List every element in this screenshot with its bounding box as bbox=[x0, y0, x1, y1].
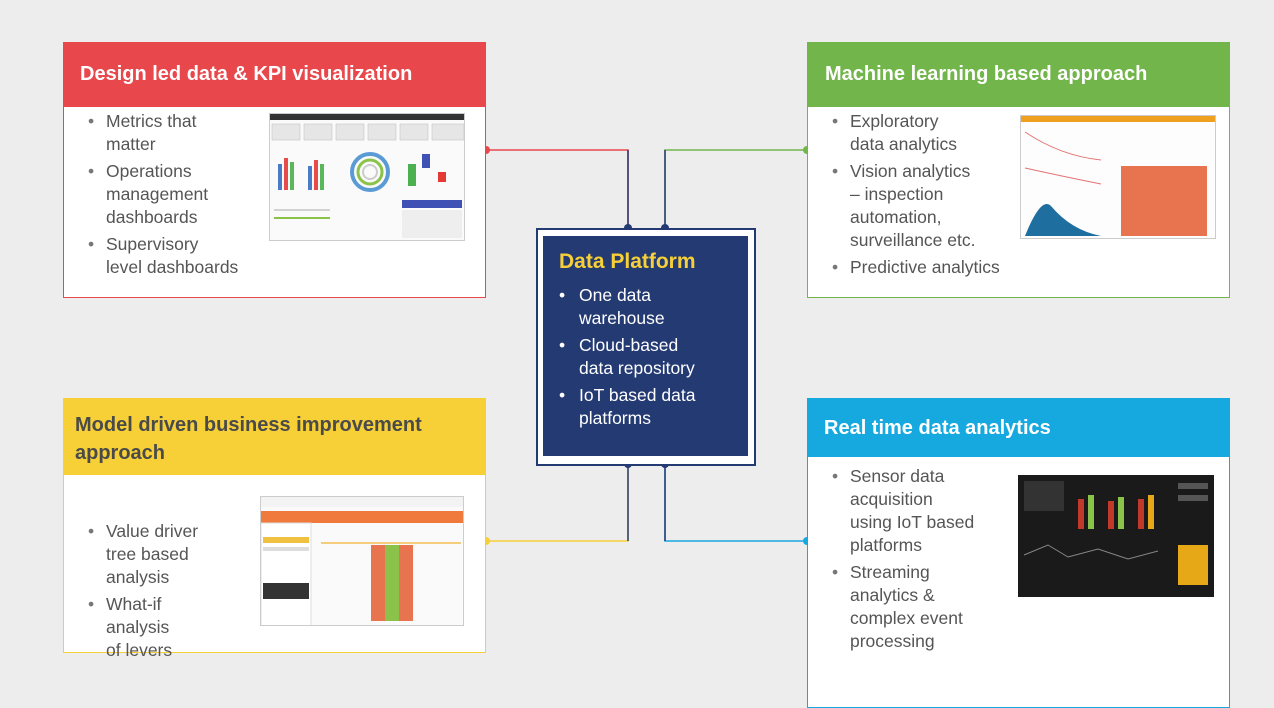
connector-design bbox=[486, 149, 629, 228]
list-item: • Metrics that matter bbox=[78, 110, 238, 156]
bullet-icon: • bbox=[559, 335, 566, 355]
bullet-icon: • bbox=[832, 111, 839, 131]
list-item-text: What-if analysis of levers bbox=[106, 594, 173, 660]
list-item: • Supervisory level dashboards bbox=[78, 233, 238, 279]
bullet-list: • Value driver tree based analysis • What-… bbox=[78, 520, 198, 666]
list-item: • Streaming analytics & complex event pro… bbox=[822, 561, 974, 653]
data-platform-list: • One data warehouse • Cloud-based data re… bbox=[559, 284, 748, 430]
list-item: • Exploratory data analytics bbox=[822, 110, 1000, 156]
panel-design-kpi: Design led data & KPI visualization • Met… bbox=[63, 42, 486, 298]
list-item-text: Streaming analytics & complex event proc… bbox=[850, 562, 963, 651]
list-item: • Cloud-based data repository bbox=[559, 334, 748, 380]
connector-realtime bbox=[664, 466, 807, 542]
panel-title: Real time data analytics bbox=[808, 399, 1229, 457]
list-item: • IoT based data platforms bbox=[559, 384, 748, 430]
bullet-list: • Exploratory data analytics • Vision anal… bbox=[822, 110, 1000, 283]
bullet-icon: • bbox=[88, 521, 95, 541]
list-item: • One data warehouse bbox=[559, 284, 748, 330]
sensor-dashboard-screenshot-thumbnail bbox=[1018, 475, 1214, 597]
list-item-text: Operations management dashboards bbox=[106, 161, 209, 227]
panel-real-time-analytics: Real time data analytics • Sensor data ac… bbox=[807, 398, 1230, 708]
panel-machine-learning: Machine learning based approach • Explora… bbox=[807, 42, 1230, 298]
list-item-text: Supervisory level dashboards bbox=[106, 234, 239, 277]
list-item: • What-if analysis of levers bbox=[78, 593, 198, 662]
list-item: • Operations management dashboards bbox=[78, 160, 238, 229]
bullet-icon: • bbox=[559, 385, 566, 405]
panel-title: Machine learning based approach bbox=[808, 43, 1229, 107]
connector-model bbox=[486, 466, 629, 542]
list-item-text: Vision analytics – inspection automation… bbox=[850, 161, 976, 250]
bullet-icon: • bbox=[832, 562, 839, 582]
list-item-text: One data warehouse bbox=[579, 285, 665, 328]
bullet-icon: • bbox=[88, 111, 95, 131]
panel-model-driven: Model driven business improvement approa… bbox=[63, 398, 486, 660]
bullet-icon: • bbox=[832, 257, 839, 277]
dashboard-screenshot-thumbnail bbox=[269, 113, 465, 241]
list-item: • Value driver tree based analysis bbox=[78, 520, 198, 589]
analytics-screenshot-thumbnail bbox=[1020, 115, 1216, 239]
list-item-text: Cloud-based data repository bbox=[579, 335, 695, 378]
bullet-icon: • bbox=[832, 466, 839, 486]
list-item: • Sensor data acquisition using IoT based… bbox=[822, 465, 974, 557]
list-item-text: Sensor data acquisition using IoT based … bbox=[850, 466, 975, 555]
panel-title: Model driven business improvement approa… bbox=[64, 399, 485, 475]
list-item: • Predictive analytics bbox=[822, 256, 1000, 279]
bullet-icon: • bbox=[559, 285, 566, 305]
data-platform-box: Data Platform • One data warehouse • Cloud… bbox=[543, 236, 748, 456]
connector-ml bbox=[664, 149, 807, 228]
bullet-icon: • bbox=[88, 161, 95, 181]
list-item-text: Exploratory data analytics bbox=[850, 111, 958, 154]
bullet-list: • Metrics that matter • Operations managem… bbox=[78, 110, 238, 283]
bullet-icon: • bbox=[88, 594, 95, 614]
list-item-text: Value driver tree based analysis bbox=[106, 521, 199, 587]
data-platform-title: Data Platform bbox=[559, 250, 696, 273]
value-driver-tree-screenshot-thumbnail bbox=[260, 496, 464, 626]
list-item: • Vision analytics – inspection automatio… bbox=[822, 160, 1000, 252]
list-item-text: IoT based data platforms bbox=[579, 385, 696, 428]
panel-title: Design led data & KPI visualization bbox=[64, 43, 485, 107]
bullet-icon: • bbox=[88, 234, 95, 254]
bullet-list: • Sensor data acquisition using IoT based… bbox=[822, 465, 974, 657]
bullet-icon: • bbox=[832, 161, 839, 181]
list-item-text: Predictive analytics bbox=[850, 257, 1000, 277]
list-item-text: Metrics that matter bbox=[106, 111, 197, 154]
